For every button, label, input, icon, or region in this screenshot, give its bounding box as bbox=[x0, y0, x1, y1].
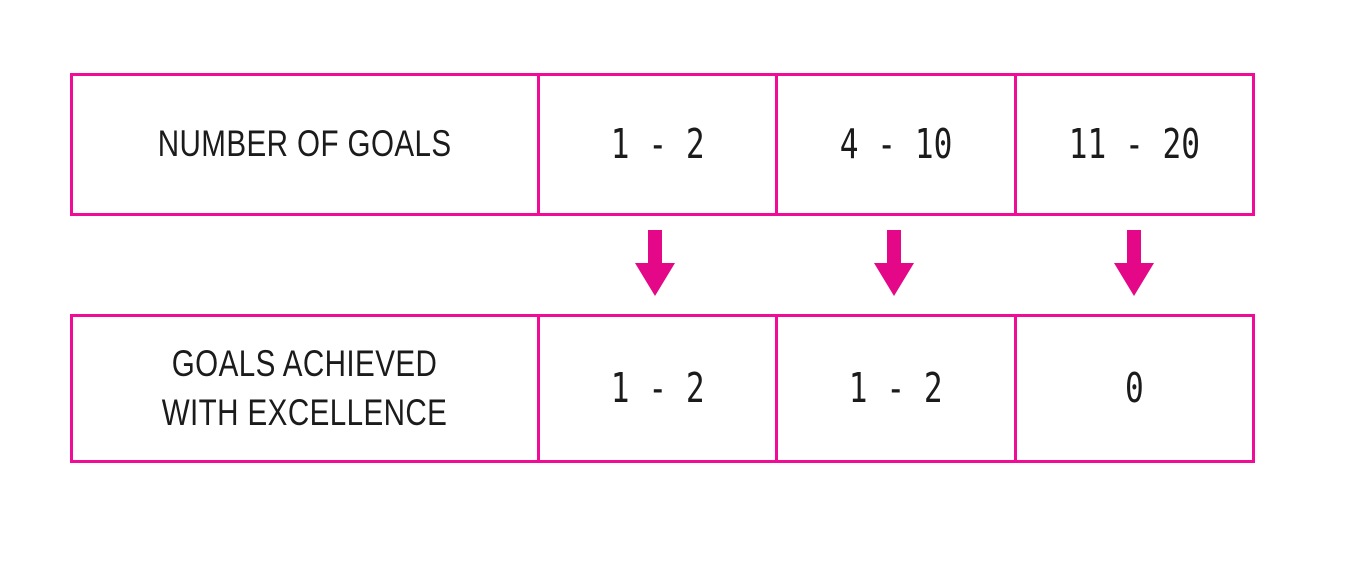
number-of-goals-label: NUMBER OF GOALS bbox=[158, 123, 452, 165]
goals-range-cell-1: 1 - 2 bbox=[537, 76, 775, 213]
goals-achieved-label-line1: GOALS ACHIEVED bbox=[172, 342, 438, 384]
achieved-range-cell-1: 1 - 2 bbox=[537, 317, 775, 460]
goals-range-value-2: 4 - 10 bbox=[839, 120, 953, 168]
goals-range-value-1: 1 - 2 bbox=[610, 120, 705, 168]
goals-achieved-label: GOALS ACHIEVED WITH EXCELLENCE bbox=[162, 340, 448, 438]
goals-range-value-3: 11 - 20 bbox=[1068, 120, 1200, 168]
number-of-goals-label-cell: NUMBER OF GOALS bbox=[73, 76, 537, 213]
achieved-range-cell-3: 0 bbox=[1013, 317, 1252, 460]
achieved-range-value-3: 0 bbox=[1124, 364, 1144, 412]
down-arrow-icon bbox=[635, 230, 675, 296]
number-of-goals-table: NUMBER OF GOALS 1 - 2 4 - 10 11 - 20 bbox=[70, 73, 1255, 216]
achieved-range-value-2: 1 - 2 bbox=[849, 364, 943, 412]
goals-achieved-table: GOALS ACHIEVED WITH EXCELLENCE 1 - 2 1 -… bbox=[70, 314, 1255, 463]
achieved-range-value-1: 1 - 2 bbox=[610, 364, 705, 412]
achieved-range-cell-2: 1 - 2 bbox=[775, 317, 1013, 460]
goals-achieved-label-cell: GOALS ACHIEVED WITH EXCELLENCE bbox=[73, 317, 537, 460]
goals-range-cell-3: 11 - 20 bbox=[1013, 76, 1252, 213]
goals-range-cell-2: 4 - 10 bbox=[775, 76, 1013, 213]
goals-achieved-label-line2: WITH EXCELLENCE bbox=[162, 391, 448, 433]
down-arrow-icon bbox=[1114, 230, 1154, 296]
down-arrow-icon bbox=[874, 230, 914, 296]
